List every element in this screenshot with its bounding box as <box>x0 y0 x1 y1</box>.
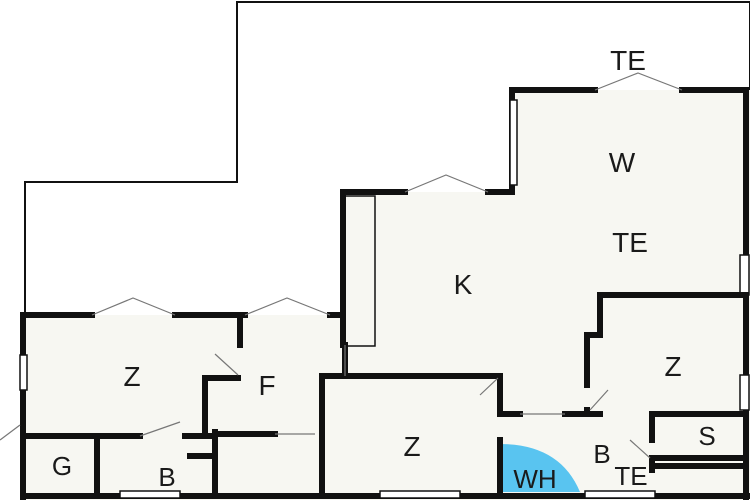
label-z-bottom: Z <box>403 431 420 462</box>
label-te-right: TE <box>612 227 648 258</box>
label-f: F <box>258 370 275 401</box>
label-s: S <box>698 421 715 451</box>
label-k: K <box>454 269 473 300</box>
label-b-left: B <box>158 462 175 492</box>
terrace-outline <box>24 1 750 315</box>
label-b-right: B <box>593 439 610 469</box>
label-w: W <box>609 147 636 178</box>
room-labels: TE W TE K Z F Z Z G B WH B TE S <box>52 45 716 494</box>
terrace-doors <box>91 72 683 316</box>
label-z-right: Z <box>664 351 681 382</box>
label-z-left: Z <box>123 361 140 392</box>
label-te-bottom: TE <box>614 461 647 491</box>
interior-doors <box>0 345 651 459</box>
label-g: G <box>52 451 72 481</box>
wh-highlight <box>500 444 580 492</box>
label-wh: WH <box>513 464 556 494</box>
label-te-top: TE <box>610 45 646 76</box>
windows <box>19 99 750 499</box>
